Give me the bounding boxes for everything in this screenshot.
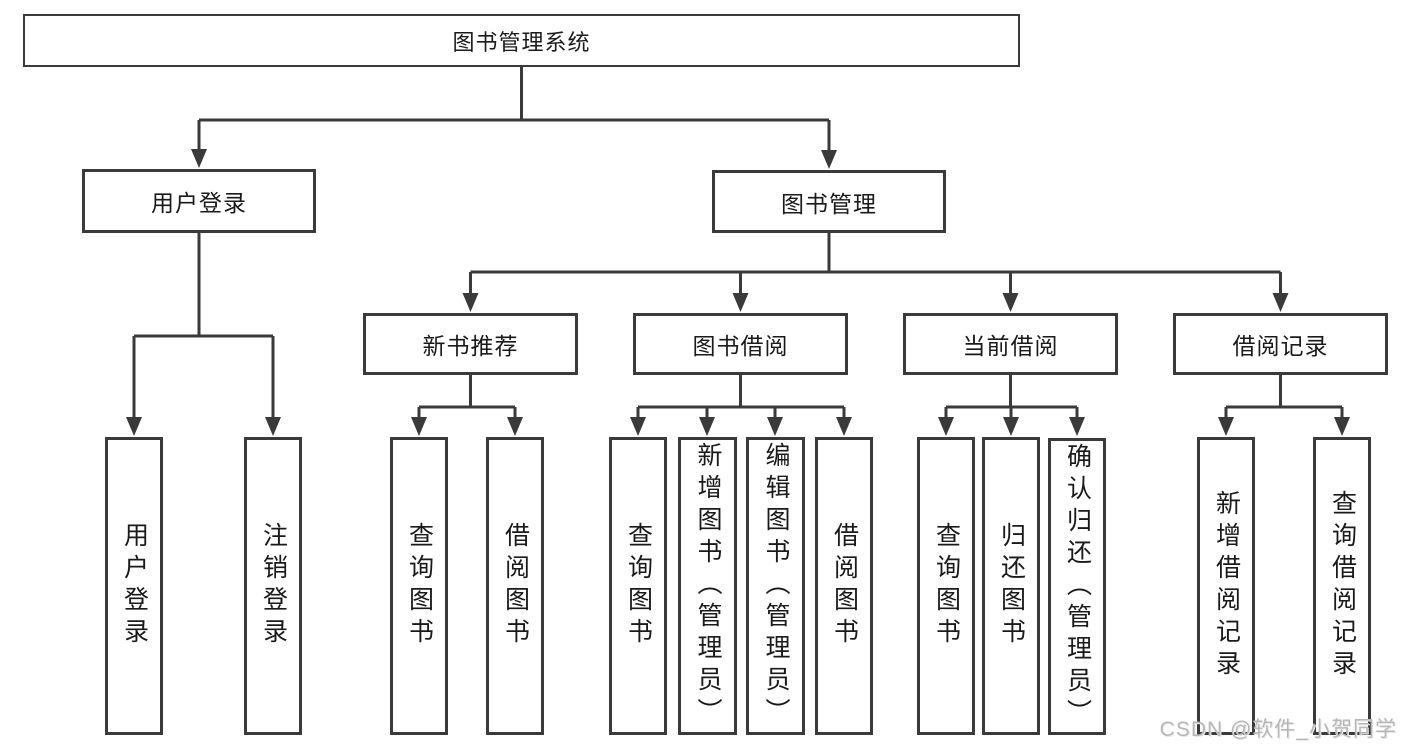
leaf-newbooks-borrow-label: 借阅图书 xyxy=(501,522,530,650)
leaf-current-confirm-admin-label: 确认归还（管理员） xyxy=(1063,442,1092,731)
node-book-management-label: 图书管理 xyxy=(781,190,877,217)
leaf-records-query: 查询借阅记录 xyxy=(1313,437,1371,735)
leaf-current-return-label: 归还图书 xyxy=(997,522,1026,650)
csdn-watermark: CSDN @软件_小贺同学 xyxy=(1159,718,1397,741)
leaf-borrow-borrow-label: 借阅图书 xyxy=(830,522,859,650)
leaf-records-add: 新增借阅记录 xyxy=(1197,437,1255,735)
node-borrow-records: 借阅记录 xyxy=(1173,313,1388,375)
node-current-borrow-label: 当前借阅 xyxy=(962,333,1059,359)
leaf-borrow-add-admin: 新增图书（管理员） xyxy=(678,437,737,735)
node-current-borrow: 当前借阅 xyxy=(903,313,1118,375)
node-user-login: 用户登录 xyxy=(82,169,316,233)
leaf-newbooks-query-label: 查询图书 xyxy=(405,522,434,650)
arrowhead-icons xyxy=(126,149,1350,436)
leaf-user-login-label: 用户登录 xyxy=(120,522,149,650)
node-new-book-recommend-label: 新书推荐 xyxy=(422,333,519,359)
leaf-borrow-query-label: 查询图书 xyxy=(624,522,653,650)
node-book-borrow: 图书借阅 xyxy=(633,313,848,375)
node-root-label: 图书管理系统 xyxy=(452,29,591,55)
node-user-login-label: 用户登录 xyxy=(151,190,247,216)
leaf-borrow-query: 查询图书 xyxy=(609,437,667,735)
leaf-newbooks-borrow: 借阅图书 xyxy=(486,437,544,735)
leaf-current-confirm-admin: 确认归还（管理员） xyxy=(1048,438,1106,735)
leaf-records-query-label: 查询借阅记录 xyxy=(1328,490,1357,682)
node-new-book-recommend: 新书推荐 xyxy=(363,313,578,375)
leaf-borrow-add-admin-label: 新增图书（管理员） xyxy=(694,442,722,730)
leaf-borrow-edit-admin: 编辑图书（管理员） xyxy=(746,437,805,735)
leaf-user-login: 用户登录 xyxy=(105,437,163,735)
leaf-current-query: 查询图书 xyxy=(917,437,975,735)
leaf-newbooks-query: 查询图书 xyxy=(390,437,448,735)
node-root: 图书管理系统 xyxy=(23,14,1020,67)
node-book-management: 图书管理 xyxy=(712,170,946,233)
leaf-borrow-edit-admin-label: 编辑图书（管理员） xyxy=(762,442,790,730)
leaf-borrow-borrow: 借阅图书 xyxy=(815,437,873,735)
leaf-current-query-label: 查询图书 xyxy=(932,522,961,650)
leaf-logout: 注销登录 xyxy=(244,437,302,735)
leaf-logout-label: 注销登录 xyxy=(259,522,288,650)
leaf-current-return: 归还图书 xyxy=(982,437,1040,735)
node-book-borrow-label: 图书借阅 xyxy=(692,333,789,359)
node-borrow-records-label: 借阅记录 xyxy=(1232,333,1329,359)
leaf-records-add-label: 新增借阅记录 xyxy=(1212,490,1241,682)
